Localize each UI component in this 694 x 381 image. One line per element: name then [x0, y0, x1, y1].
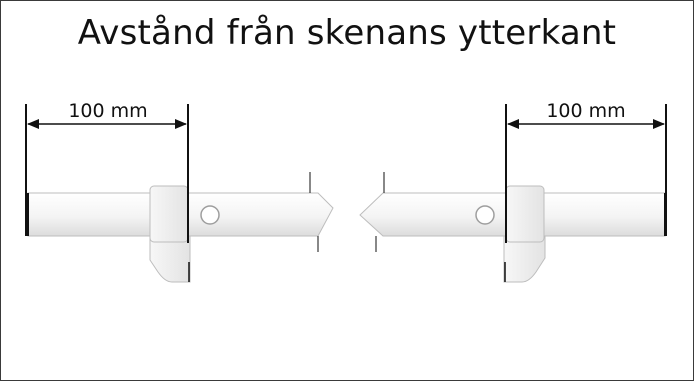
right-dimension-label: 100 mm: [546, 100, 625, 122]
right-rail-hole: [475, 205, 495, 225]
left-rail-end: [26, 193, 29, 236]
left-dimension: 100 mm: [25, 100, 189, 236]
right-clamp-foot: [503, 235, 546, 283]
left-dimension-label: 100 mm: [68, 100, 147, 122]
right-dimension: 100 mm: [505, 100, 667, 236]
left-clamp-foot: [149, 235, 191, 283]
left-rail-hole: [200, 205, 220, 225]
left-clamp: [149, 185, 189, 243]
diagram-title: Avstånd från skenans ytterkant: [77, 13, 617, 53]
right-clamp: [505, 185, 545, 243]
right-rail-assembly: [359, 172, 667, 283]
left-rail-assembly: [26, 172, 334, 283]
